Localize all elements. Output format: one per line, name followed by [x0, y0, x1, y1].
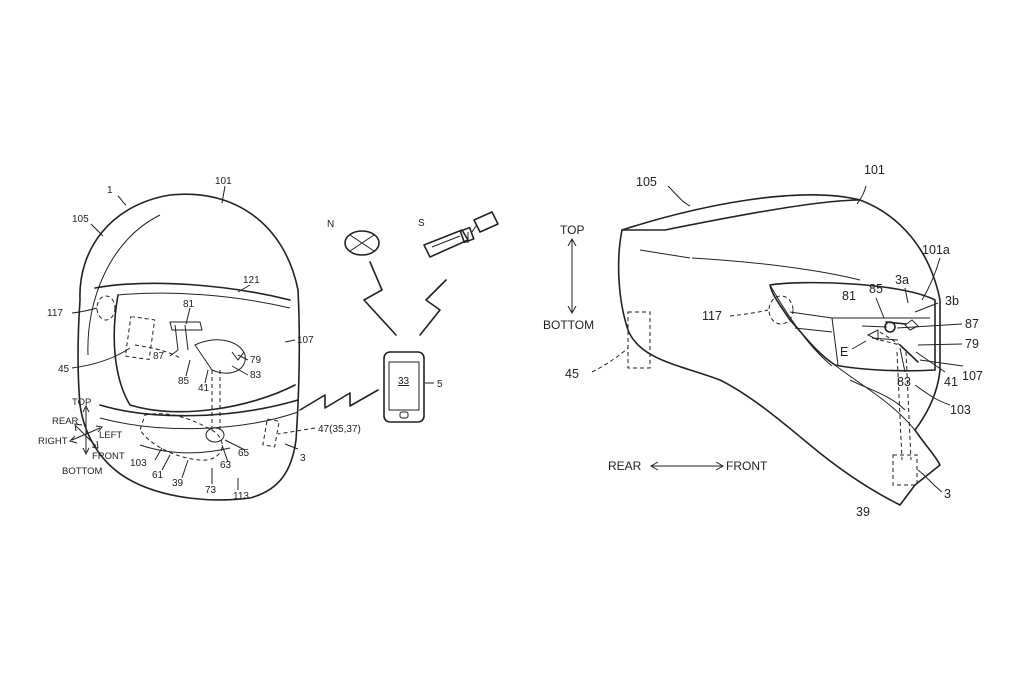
ref-83-left: 83 [250, 370, 262, 381]
left-figure: 33 [38, 176, 499, 502]
phone-screen-label: 33 [398, 376, 410, 387]
ref-103-right: 103 [950, 403, 971, 417]
right-figure: TOP BOTTOM REAR FRONT 105 101 101a 3a 3b… [543, 163, 983, 519]
left-helmet-shell [77, 193, 301, 501]
left-shield [113, 294, 296, 413]
ref-3-left: 3 [300, 453, 306, 464]
ref-85-left: 85 [178, 376, 190, 387]
ref-47: 47(35,37) [318, 424, 361, 435]
left-dir-right: RIGHT [38, 436, 68, 447]
ref-45-left: 45 [58, 364, 70, 375]
satellite-icon [423, 211, 499, 258]
right-shield [769, 281, 936, 372]
right-dir-rear: REAR [608, 459, 642, 473]
ref-39-left: 39 [172, 478, 184, 489]
ref-3a: 3a [895, 273, 909, 287]
left-dir-left: LEFT [99, 430, 122, 441]
ref-65: 65 [238, 448, 250, 459]
ref-3-right: 3 [944, 487, 951, 501]
ref-105-left: 105 [72, 214, 89, 225]
ref-117-right: 117 [702, 309, 722, 323]
ref-107-left: 107 [297, 335, 314, 346]
signal-zigzag-n [363, 261, 397, 336]
left-dir-front: FRONT [92, 451, 125, 462]
ref-117-left: 117 [47, 308, 63, 319]
ref-107-right: 107 [962, 369, 983, 383]
ref-83-right: 83 [897, 375, 911, 389]
ref-1: 1 [107, 185, 113, 196]
ref-113: 113 [233, 491, 249, 502]
ref-121: 121 [243, 275, 260, 286]
left-visor-band [94, 282, 291, 301]
signal-zigzag-s [419, 279, 447, 336]
left-dir-bottom: BOTTOM [62, 466, 103, 477]
ref-79-left: 79 [250, 355, 262, 366]
ref-63: 63 [220, 460, 232, 471]
ref-3b: 3b [945, 294, 959, 308]
ref-101-left: 101 [215, 176, 232, 187]
ref-85-right: 85 [869, 282, 883, 296]
node-n-icon [344, 230, 380, 256]
phone-device [383, 351, 425, 423]
right-direction-indicator [567, 237, 725, 471]
ref-87-left: 87 [153, 351, 165, 362]
ref-node-s: S [418, 218, 425, 229]
left-direction-indicator [69, 404, 103, 456]
right-helmet-shell [617, 194, 941, 506]
right-dir-top: TOP [560, 223, 584, 237]
ref-105-right: 105 [636, 175, 657, 189]
ref-87-right: 87 [965, 317, 979, 331]
right-dir-front: FRONT [726, 459, 768, 473]
signal-zigzag-phone [299, 389, 379, 411]
ref-e: E [840, 345, 848, 359]
right-dir-bottom: BOTTOM [543, 318, 594, 332]
ref-41-right: 41 [944, 375, 958, 389]
ref-node-n: N [327, 219, 334, 230]
ref-101a: 101a [922, 243, 950, 257]
ref-81-left: 81 [183, 299, 195, 310]
ref-39-right: 39 [856, 505, 870, 519]
left-dir-rear: REAR [52, 416, 79, 427]
ref-103-left: 103 [130, 458, 147, 469]
ref-79-right: 79 [965, 337, 979, 351]
ref-45-right: 45 [565, 367, 579, 381]
ref-5: 5 [437, 379, 443, 390]
ref-61: 61 [152, 470, 164, 481]
ref-41-left: 41 [198, 383, 210, 394]
ref-73: 73 [205, 485, 217, 496]
ref-101-right: 101 [864, 163, 885, 177]
ref-81-right: 81 [842, 289, 856, 303]
left-dir-top: TOP [72, 397, 91, 408]
